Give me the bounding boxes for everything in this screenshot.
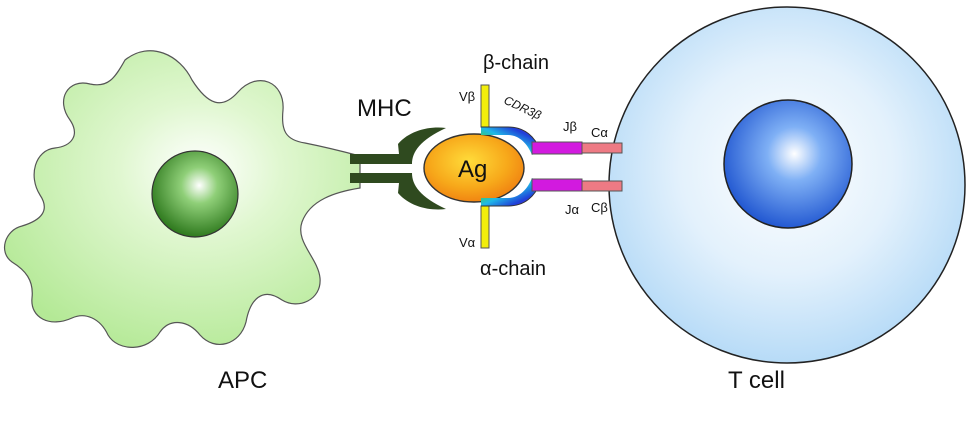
cdr3-beta-region bbox=[481, 127, 540, 155]
cdr3-label: CDR3β bbox=[502, 93, 544, 122]
apc-nucleus bbox=[151, 150, 239, 238]
c-alpha-label: Cα bbox=[591, 125, 608, 140]
t-cell-nucleus bbox=[723, 99, 853, 229]
v-alpha-segment bbox=[480, 205, 490, 249]
antigen bbox=[423, 133, 525, 203]
c-beta-segment bbox=[581, 180, 623, 192]
j-beta-label: Jβ bbox=[563, 119, 577, 134]
c-alpha-segment bbox=[581, 142, 623, 154]
mhc-label: MHC bbox=[357, 95, 412, 122]
alpha-chain-label: α-chain bbox=[480, 258, 546, 280]
tcr-alpha-chain bbox=[480, 178, 623, 249]
tcr-beta-chain bbox=[480, 84, 623, 155]
mhc-molecule bbox=[350, 127, 446, 210]
apc-label: APC bbox=[218, 367, 267, 394]
j-alpha-label: Jα bbox=[565, 202, 580, 217]
antigen-label: Ag bbox=[458, 156, 487, 183]
v-beta-label: Vβ bbox=[459, 89, 475, 104]
j-beta-segment bbox=[531, 141, 583, 155]
j-alpha-segment bbox=[531, 178, 583, 192]
t-cell-label: T cell bbox=[728, 367, 785, 394]
v-alpha-label: Vα bbox=[459, 235, 476, 250]
beta-chain-label: β-chain bbox=[483, 52, 549, 74]
c-beta-label: Cβ bbox=[591, 200, 608, 215]
v-beta-segment bbox=[480, 84, 490, 128]
cdr3-alpha-region bbox=[481, 178, 540, 206]
